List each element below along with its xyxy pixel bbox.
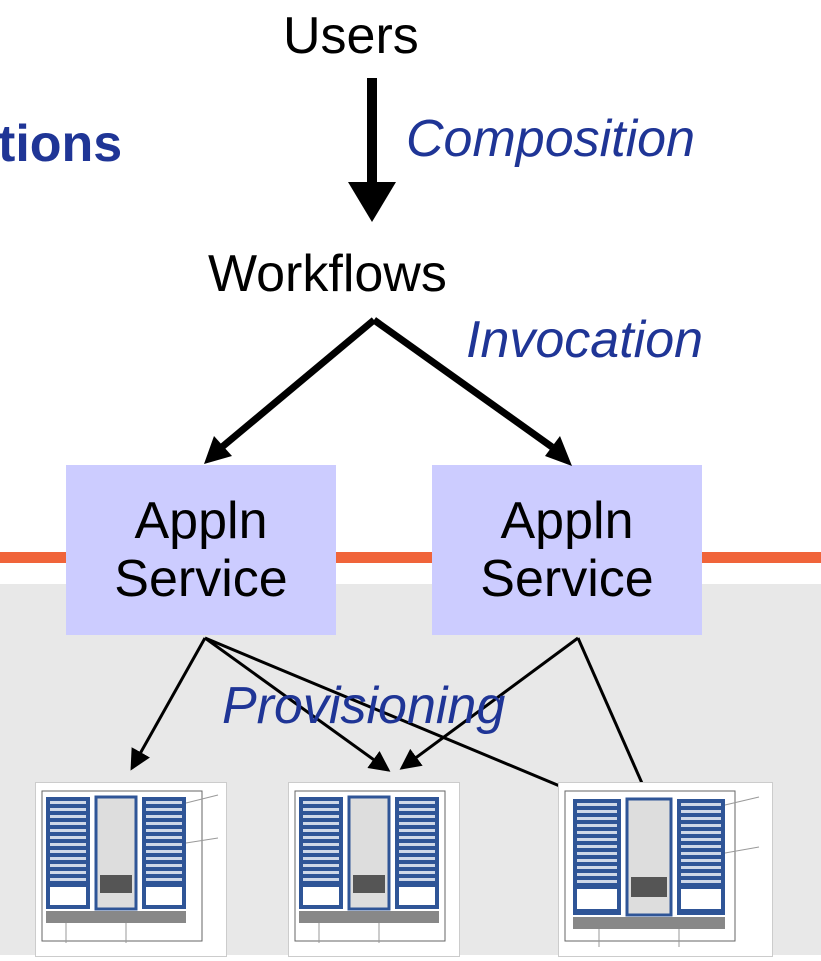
service-1-line1: Appln bbox=[134, 492, 268, 550]
composition-label: Composition bbox=[406, 110, 696, 168]
users-label: Users bbox=[283, 7, 419, 65]
invocation-arrowhead-right bbox=[545, 436, 572, 466]
server-rack-icon bbox=[288, 782, 460, 957]
invocation-arrows bbox=[219, 317, 555, 450]
invocation-label: Invocation bbox=[466, 311, 704, 369]
service-2-line2: Service bbox=[480, 550, 654, 608]
application-service-box-2: Appln Service bbox=[432, 465, 702, 635]
server-rack-icon bbox=[558, 782, 773, 957]
server-rack-icon bbox=[35, 782, 227, 957]
invocation-arrowhead-left bbox=[204, 436, 232, 464]
service-1-line2: Service bbox=[114, 550, 288, 608]
composition-arrow bbox=[348, 78, 396, 222]
application-service-box-1: Appln Service bbox=[66, 465, 336, 635]
workflows-label: Workflows bbox=[208, 245, 447, 303]
slide-title-fragment: tions bbox=[0, 115, 123, 173]
service-2-line1: Appln bbox=[500, 492, 634, 550]
layer-divider-line bbox=[0, 552, 821, 563]
provisioning-label: Provisioning bbox=[222, 677, 506, 735]
